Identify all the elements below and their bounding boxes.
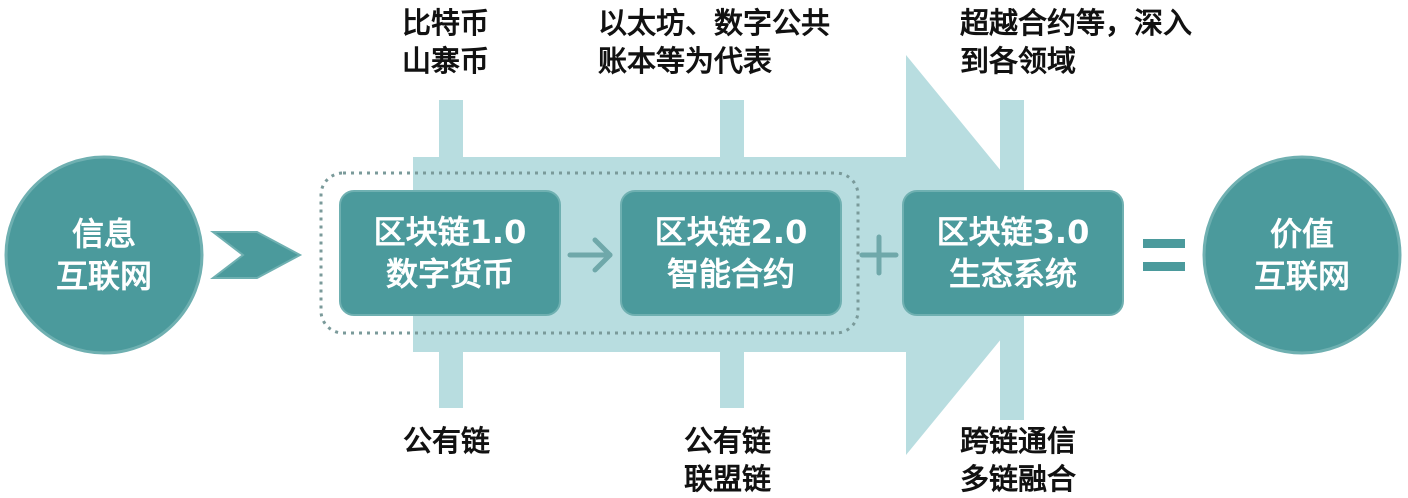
stage-box-2: 区块链2.0 智能合约 (621, 191, 841, 315)
stage-2-top-label-line2: 账本等为代表 (598, 44, 773, 78)
stage-3-subtitle: 生态系统 (948, 255, 1077, 293)
equals-icon (1143, 239, 1185, 271)
stage-2-top-label: 以太坊、数字公共 账本等为代表 (598, 4, 830, 80)
connector-bar-top-1 (439, 100, 463, 160)
left-circle-line1: 信息 (71, 215, 136, 253)
stage-box-2-shape (620, 190, 842, 316)
connector-bar-top-2 (720, 100, 744, 160)
stage-2-bottom-label-line2: 联盟链 (684, 462, 772, 496)
stage-2-top-label-line1: 以太坊、数字公共 (598, 6, 831, 40)
stage-box-1-shape (339, 190, 561, 316)
right-circle-line2: 互联网 (1253, 257, 1350, 295)
left-circle: 信息 互联网 (14, 165, 194, 345)
right-circle-shape (1202, 155, 1402, 355)
stage-1-top-label: 比特币 山寨币 (402, 4, 489, 80)
stage-box-1: 区块链1.0 数字货币 (340, 191, 560, 315)
stage-box-3-shape (902, 190, 1124, 316)
stage-3-top-label-line1: 超越合约等，深入 (960, 6, 1193, 40)
stage-1-top-label-line2: 山寨币 (402, 44, 490, 78)
arrow-right-icon (567, 237, 613, 273)
stage-1-top-label-line1: 比特币 (402, 6, 490, 40)
stage-2-subtitle: 智能合约 (666, 255, 795, 293)
stage-2-bottom-label-line1: 公有链 (684, 424, 772, 458)
stage-2-title: 区块链2.0 (654, 213, 808, 251)
connector-bar-bottom-1 (439, 350, 463, 408)
chevron-arrow-right-icon (210, 231, 303, 279)
stage-3-bottom-label-line2: 多链融合 (960, 462, 1077, 496)
stage-1-bottom-label-line1: 公有链 (403, 424, 491, 458)
stage-1-bottom-label: 公有链 (403, 422, 490, 460)
stage-2-bottom-label: 公有链 联盟链 (684, 422, 771, 498)
stage-3-top-label-line2: 到各领域 (960, 44, 1077, 78)
connector-bar-bottom-3 (1000, 400, 1024, 420)
stage-1-title: 区块链1.0 (373, 213, 527, 251)
stage-box-3: 区块链3.0 生态系统 (903, 191, 1123, 315)
right-circle-line1: 价值 (1269, 215, 1334, 253)
stage-1-subtitle: 数字货币 (385, 255, 514, 293)
stage-group-frame (319, 171, 860, 335)
stage-3-title: 区块链3.0 (936, 213, 1090, 251)
connector-bar-bottom-2 (720, 350, 744, 408)
plus-icon (859, 234, 899, 276)
right-circle: 价值 互联网 (1212, 165, 1392, 345)
left-circle-line2: 互联网 (55, 257, 152, 295)
stage-3-top-label: 超越合约等，深入 到各领域 (960, 4, 1192, 80)
stage-3-bottom-label-line1: 跨链通信 (960, 424, 1077, 458)
left-circle-shape (4, 155, 204, 355)
stage-3-bottom-label: 跨链通信 多链融合 (960, 422, 1076, 498)
